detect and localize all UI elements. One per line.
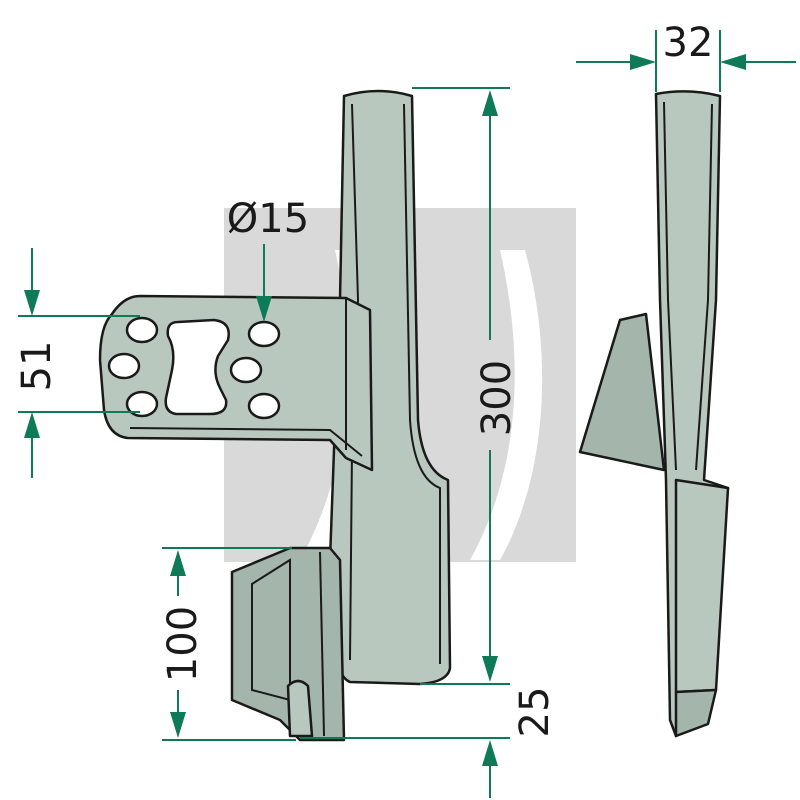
side-shank-inner [663,101,677,471]
dim-label-25: 25 [512,687,558,738]
side-view [578,90,730,738]
mounting-plate [98,294,374,472]
dimension-300: 300 [412,87,520,685]
dimension-100: 100 [160,547,296,741]
plate-lower-edge [129,427,363,457]
foot-cutting-edge [286,679,314,738]
dimension-51: 51 [14,248,140,478]
bolt-hole [125,316,159,344]
dimension-25: 25 [300,687,558,798]
side-shank-inner-right [695,103,713,471]
dim-label-51: 51 [14,341,60,392]
dim-label-100: 100 [160,606,206,682]
foot-side-line [319,551,325,737]
side-tip [674,688,718,738]
bolt-hole [247,392,281,420]
dim-label-300: 300 [474,360,520,436]
side-foot [674,478,730,694]
bolt-hole [125,390,159,418]
bolt-hole [107,352,141,380]
bolt-hole [247,320,281,348]
dimension-32: 32 [576,20,796,92]
watermark-swoosh-right [470,250,543,560]
shank-inner-edge-right [403,103,441,664]
front-view [98,89,452,742]
dim-label-32: 32 [663,20,714,66]
bolt-hole [229,356,263,384]
center-slot [164,318,230,416]
dimension-hole: Ø15 [227,196,309,322]
side-plate [578,312,666,472]
dim-label-hole: Ø15 [227,196,309,242]
